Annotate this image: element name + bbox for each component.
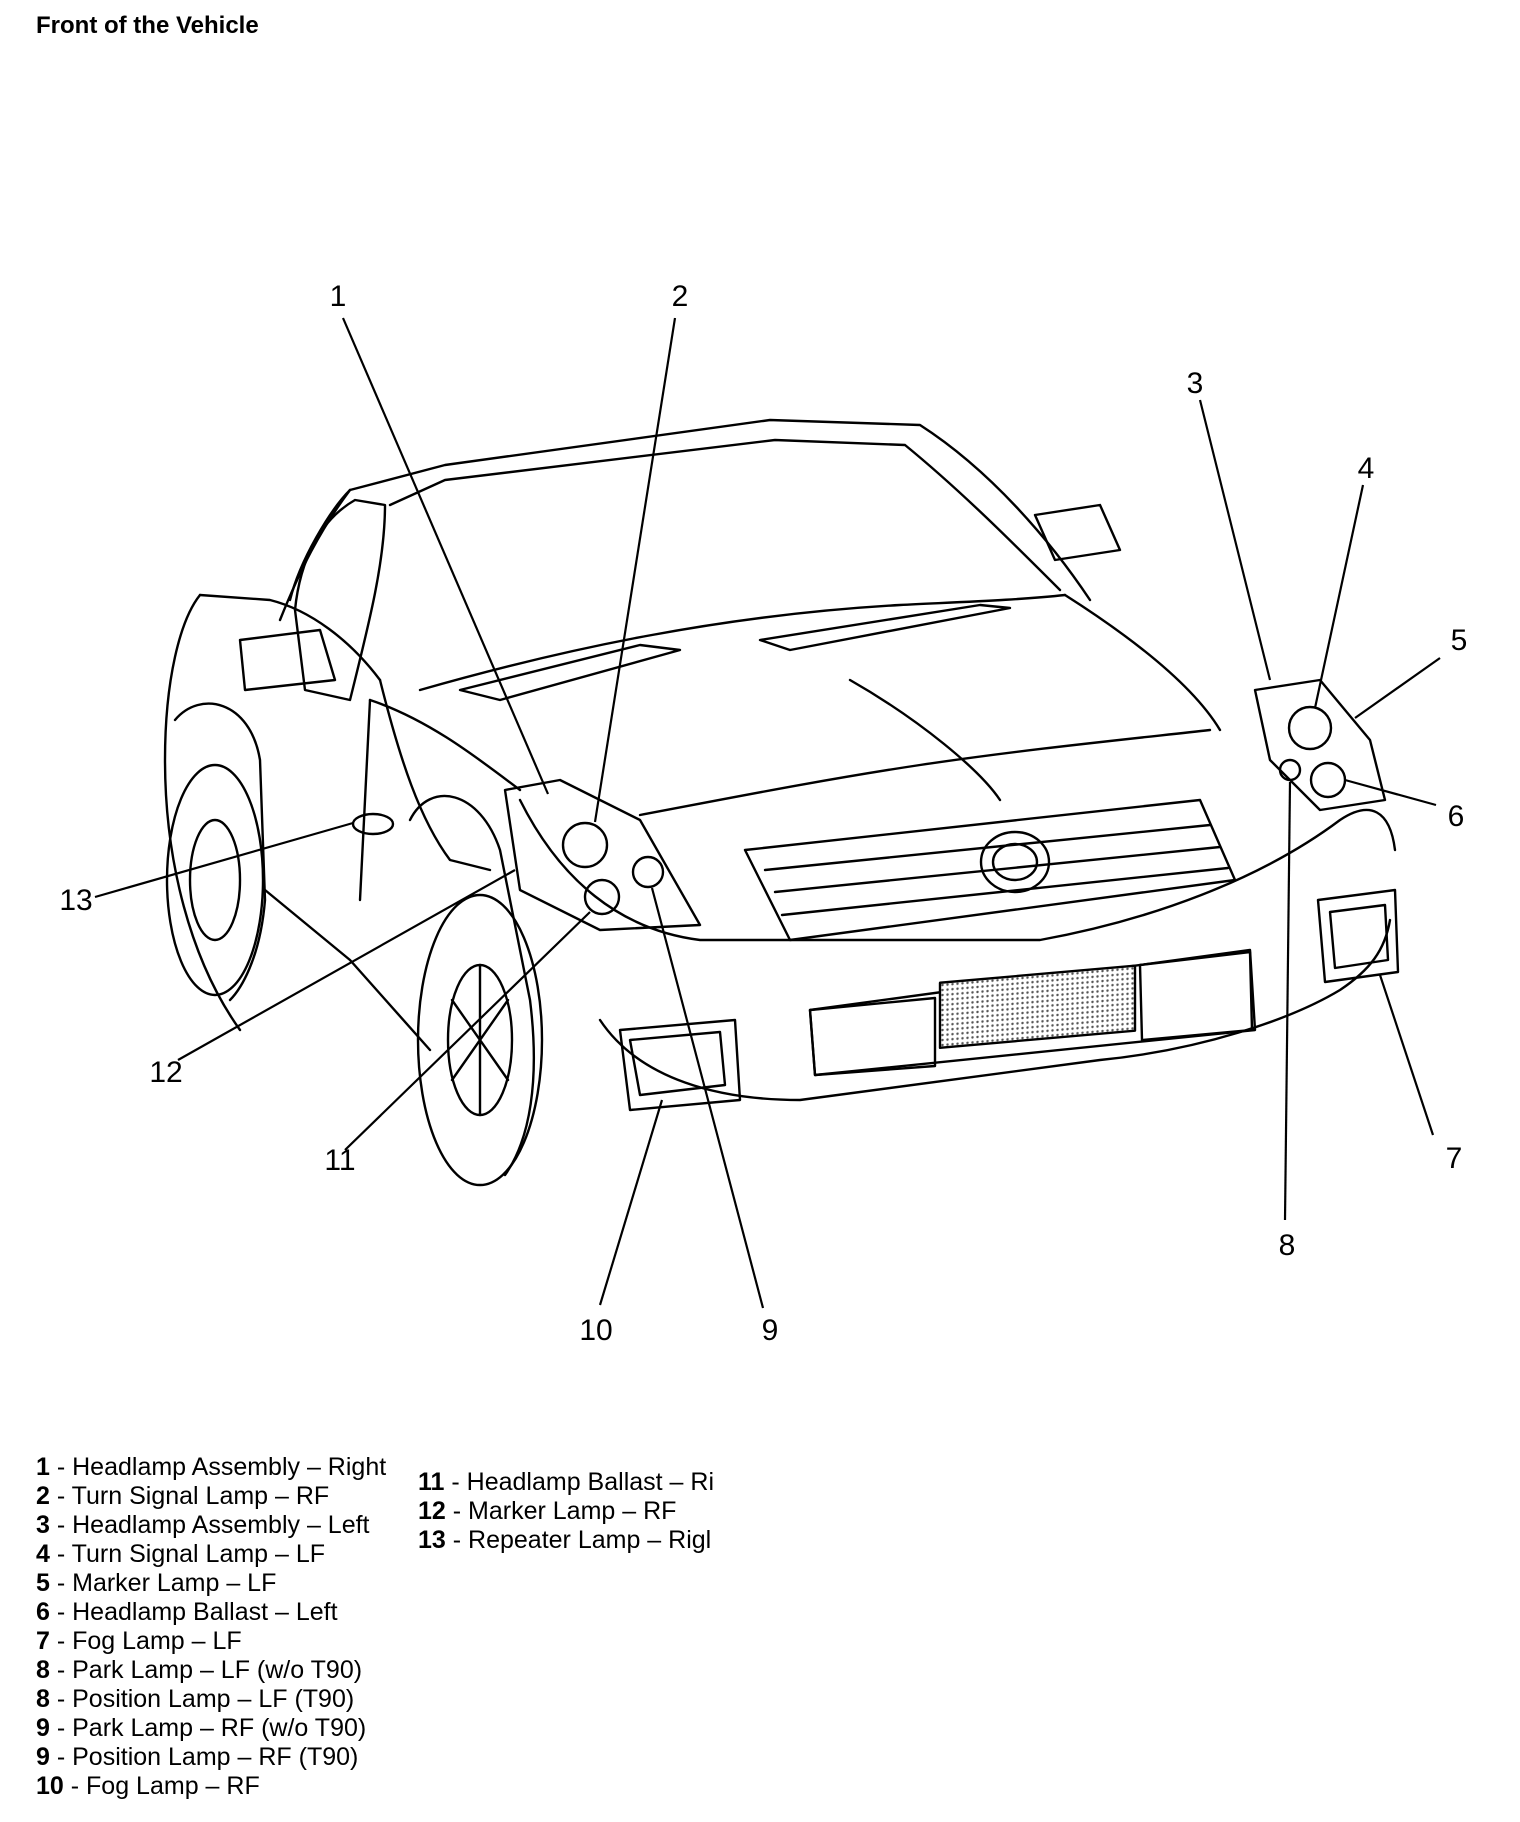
legend-item: 9 - Position Lamp – RF (T90) — [36, 1743, 359, 1771]
front-bumper-top — [518, 798, 1397, 942]
license-plate-left — [808, 996, 937, 1077]
leader-10 — [598, 1099, 664, 1306]
legend-item: 9 - Park Lamp – RF (w/o T90) — [36, 1714, 367, 1742]
rear-wheel-hub — [188, 818, 242, 942]
grille-slat-1 — [763, 823, 1212, 872]
leader-13 — [94, 821, 354, 899]
callout-numbers: 1 2 3 4 5 6 7 8 9 10 11 12 13 — [59, 280, 1467, 1347]
callout-number-7: 7 — [1446, 1142, 1463, 1175]
roof-outline — [348, 418, 1092, 602]
left-turn-signal-lamp — [1287, 705, 1333, 751]
right-headlamp-housing — [503, 778, 702, 932]
legend-item: 1 - Headlamp Assembly – Right — [36, 1453, 387, 1481]
callout-number-2: 2 — [672, 280, 689, 313]
grille-slat-2 — [773, 845, 1222, 894]
callout-number-5: 5 — [1451, 624, 1468, 657]
leader-3 — [1198, 399, 1272, 681]
callout-number-8: 8 — [1279, 1229, 1296, 1262]
leader-1 — [341, 317, 550, 795]
wiper-right — [758, 603, 1012, 652]
callout-number-11: 11 — [324, 1144, 355, 1177]
leader-9 — [650, 887, 765, 1309]
callout-number-10: 10 — [579, 1314, 612, 1347]
license-plate-right — [1138, 950, 1254, 1042]
leader-5 — [1354, 657, 1441, 719]
front-fender — [378, 678, 492, 872]
callout-number-4: 4 — [1358, 452, 1375, 485]
left-headlamp-ballast-lamp — [1309, 761, 1347, 799]
legend-item: 8 - Park Lamp – LF (w/o T90) — [36, 1656, 363, 1684]
legend-item: 11 - Headlamp Ballast – Ri — [418, 1468, 714, 1496]
front-bumper-bottom — [598, 918, 1392, 1102]
left-park-lamp — [1278, 758, 1302, 782]
callout-number-6: 6 — [1448, 800, 1465, 833]
leader-8 — [1283, 781, 1292, 1221]
legend-item: 12 - Marker Lamp – RF — [418, 1497, 677, 1525]
leader-6 — [1344, 778, 1437, 807]
right-headlamp-ballast-lamp — [583, 878, 621, 916]
wiper-left — [458, 643, 682, 702]
legend-item: 6 - Headlamp Ballast – Left — [36, 1598, 338, 1626]
vehicle-outline — [163, 418, 1400, 1187]
lower-grille-mesh — [938, 964, 1137, 1049]
repeater-lamp — [351, 812, 395, 836]
legend-item: 8 - Position Lamp – LF (T90) — [36, 1685, 355, 1713]
hood-right-edge — [1063, 593, 1222, 732]
grille-emblem-inner — [991, 842, 1039, 882]
front-wheel — [416, 893, 544, 1187]
rear-wheel-arch — [173, 702, 267, 1002]
grille-emblem — [979, 830, 1051, 894]
right-turn-signal-lamp — [561, 821, 609, 869]
legend-column-2: 11 - Headlamp Ballast – Ri 12 - Marker L… — [418, 1468, 714, 1555]
left-fog-lamp — [1328, 903, 1390, 970]
legend-column-1: 1 - Headlamp Assembly – Right 2 - Turn S… — [36, 1453, 386, 1801]
legend-item: 7 - Fog Lamp – LF — [36, 1627, 242, 1655]
legend-item: 4 - Turn Signal Lamp – LF — [36, 1540, 326, 1568]
door-line — [358, 698, 372, 902]
hood-left-edge — [368, 698, 522, 792]
left-headlamp-housing — [1253, 678, 1387, 812]
rocker-panel — [263, 888, 432, 1052]
hood-crease — [848, 678, 1002, 802]
leader-lines — [94, 317, 1441, 1309]
leader-11 — [344, 911, 591, 1151]
legend-item: 10 - Fog Lamp – RF — [36, 1772, 260, 1800]
leader-2 — [593, 317, 677, 823]
rear-quarter — [163, 593, 242, 1032]
front-wheel-arch — [408, 794, 535, 1177]
hood-front — [638, 728, 1212, 817]
callout-number-13: 13 — [59, 884, 92, 917]
callout-number-12: 12 — [149, 1056, 182, 1089]
side-window — [293, 498, 387, 702]
leader-12 — [177, 869, 516, 1061]
side-mirror-right — [1033, 503, 1122, 562]
legend-item: 2 - Turn Signal Lamp – RF — [36, 1482, 330, 1510]
left-fog-lamp-bezel — [1316, 888, 1400, 984]
callout-number-1: 1 — [330, 280, 347, 313]
page-title: Front of the Vehicle — [36, 12, 259, 39]
right-fog-lamp-bezel — [618, 1018, 742, 1112]
right-park-lamp — [631, 855, 665, 889]
legend-item: 5 - Marker Lamp – LF — [36, 1569, 277, 1597]
leader-4 — [1313, 484, 1365, 709]
legend-item: 13 - Repeater Lamp – Rigl — [418, 1526, 712, 1554]
windshield-frame — [388, 438, 1062, 592]
leader-7 — [1378, 974, 1435, 1136]
front-wheel-spokes — [450, 963, 510, 1117]
rear-wheel — [165, 763, 265, 997]
legend-item: 3 - Headlamp Assembly – Left — [36, 1511, 370, 1539]
callout-number-3: 3 — [1187, 367, 1204, 400]
side-body-top — [198, 593, 382, 682]
windshield-base — [418, 593, 1067, 692]
side-mirror-left — [238, 628, 337, 692]
callout-number-9: 9 — [762, 1314, 779, 1347]
